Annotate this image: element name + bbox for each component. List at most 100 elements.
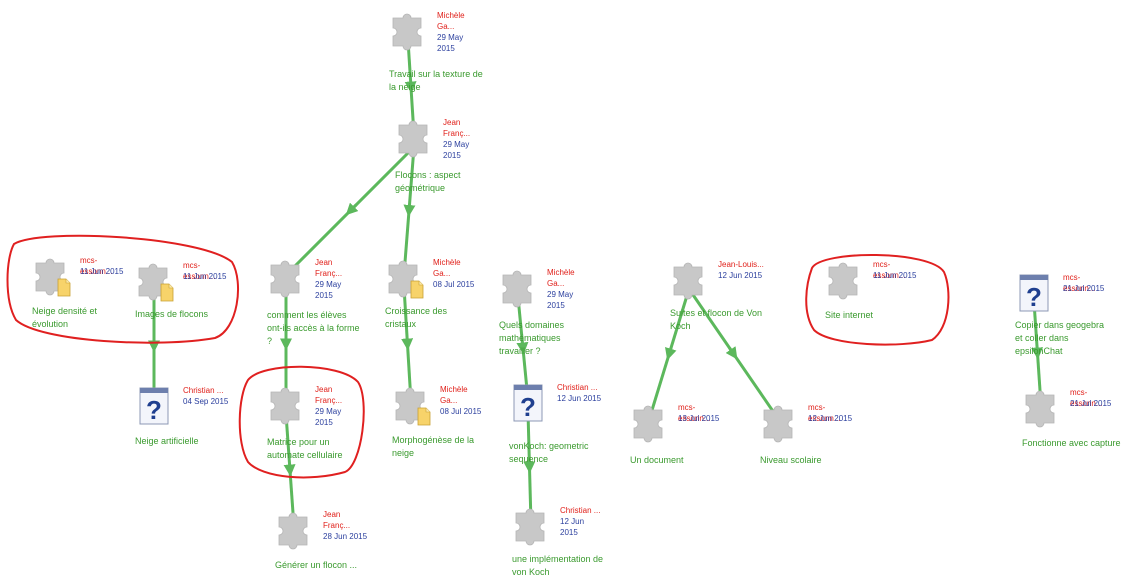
- puzzle-icon[interactable]: [1020, 387, 1062, 429]
- puzzle-doc-icon[interactable]: [383, 257, 425, 299]
- author-label: mcs-essonn...: [678, 403, 711, 423]
- node-title[interactable]: Fonctionne avec capture: [1022, 438, 1121, 448]
- author-label: Ga...: [437, 22, 455, 31]
- node-title[interactable]: automate cellulaire: [267, 450, 343, 460]
- date-label: 29 May: [547, 290, 574, 299]
- node-title[interactable]: une implémentation de: [512, 554, 604, 564]
- node-title[interactable]: Koch: [670, 321, 691, 331]
- node-title[interactable]: Matrice pour un: [267, 437, 330, 447]
- edge-arrow: [516, 341, 529, 355]
- author-label: Ga...: [547, 279, 565, 288]
- node-title[interactable]: Images de flocons: [135, 309, 209, 319]
- puzzle-doc-icon[interactable]: [30, 255, 72, 297]
- node-title[interactable]: et coller dans: [1015, 333, 1069, 343]
- node-title[interactable]: mathématiques: [499, 333, 561, 343]
- date-label: 08 Jul 2015: [433, 280, 475, 289]
- node-title[interactable]: cristaux: [385, 319, 417, 329]
- puzzle-icon[interactable]: [265, 257, 307, 299]
- date-label: 2015: [547, 301, 565, 310]
- puzzle-icon[interactable]: [510, 505, 552, 547]
- node-title[interactable]: Copier dans geogebra: [1015, 320, 1105, 330]
- author-label: Christian ...: [557, 383, 598, 392]
- node-title[interactable]: Générer un flocon ...: [275, 560, 358, 570]
- puzzle-icon[interactable]: [497, 267, 539, 309]
- date-label: 12 Jun: [560, 517, 585, 526]
- node-title[interactable]: géométrique: [395, 183, 446, 193]
- unknown-doc-icon[interactable]: ?: [133, 385, 175, 427]
- puzzle-doc-icon[interactable]: [133, 260, 175, 302]
- node-title[interactable]: Un document: [630, 455, 684, 465]
- puzzle-icon[interactable]: [758, 402, 800, 444]
- node-title[interactable]: travailler ?: [499, 346, 541, 356]
- date-label: 21 Jul 2015: [1063, 284, 1105, 293]
- node-title[interactable]: Neige densité et: [32, 306, 98, 316]
- author-label: Michèle: [433, 258, 461, 267]
- puzzle-icon[interactable]: [393, 117, 435, 159]
- node-title[interactable]: Quels domaines: [499, 320, 565, 330]
- node-title[interactable]: ont-ils accès à la forme: [267, 323, 360, 333]
- unknown-doc-icon[interactable]: ?: [507, 382, 549, 424]
- date-label: 11 Jun 2015: [873, 271, 917, 280]
- author-label: Jean: [443, 118, 461, 127]
- author-label: mcs-essonn...: [873, 260, 906, 280]
- unknown-doc-icon[interactable]: ?: [1013, 272, 1055, 314]
- node-title[interactable]: vonKoch: geometric: [509, 441, 589, 451]
- node-title[interactable]: Croissance des: [385, 306, 448, 316]
- edge-arrow: [665, 347, 677, 361]
- svg-text:?: ?: [1026, 282, 1042, 312]
- puzzle-icon[interactable]: [265, 384, 307, 426]
- date-label: 29 May: [437, 33, 464, 42]
- node-title[interactable]: Niveau scolaire: [760, 455, 822, 465]
- node-title[interactable]: Flocons : aspect: [395, 170, 461, 180]
- node-title[interactable]: neige: [392, 448, 415, 458]
- author-label: mcs-essonn...: [80, 256, 113, 276]
- puzzle-doc-icon[interactable]: [390, 384, 432, 426]
- edge-arrow: [403, 204, 416, 217]
- node-title[interactable]: la neige: [389, 82, 421, 92]
- node-title[interactable]: Suites et flocon de Von: [670, 308, 763, 318]
- node-title[interactable]: epsilonChat: [1015, 346, 1063, 356]
- puzzle-icon[interactable]: [628, 402, 670, 444]
- date-label: 29 May: [315, 407, 342, 416]
- puzzle-icon[interactable]: [823, 259, 865, 301]
- node-title[interactable]: ?: [267, 336, 273, 346]
- svg-text:?: ?: [146, 395, 162, 425]
- date-label: 29 May: [315, 280, 342, 289]
- node-title[interactable]: sequence: [509, 454, 549, 464]
- author-label: Franç...: [315, 269, 343, 278]
- node-title[interactable]: Site internet: [825, 310, 874, 320]
- node-title[interactable]: comment les élèves: [267, 310, 347, 320]
- puzzle-icon[interactable]: [668, 259, 710, 301]
- node-title[interactable]: Morphogénèse de la: [392, 435, 475, 445]
- date-label: 11 Jun 2015: [183, 272, 227, 281]
- node-title[interactable]: von Koch: [512, 567, 550, 576]
- author-label: Franç...: [315, 396, 343, 405]
- node-title[interactable]: évolution: [32, 319, 69, 329]
- puzzle-icon[interactable]: [273, 509, 315, 551]
- puzzle-icon[interactable]: [387, 10, 429, 52]
- date-label: 21 Jul 2015: [1070, 399, 1112, 408]
- node-title[interactable]: Neige artificielle: [135, 436, 199, 446]
- node-title[interactable]: Travail sur la texture de: [389, 69, 483, 79]
